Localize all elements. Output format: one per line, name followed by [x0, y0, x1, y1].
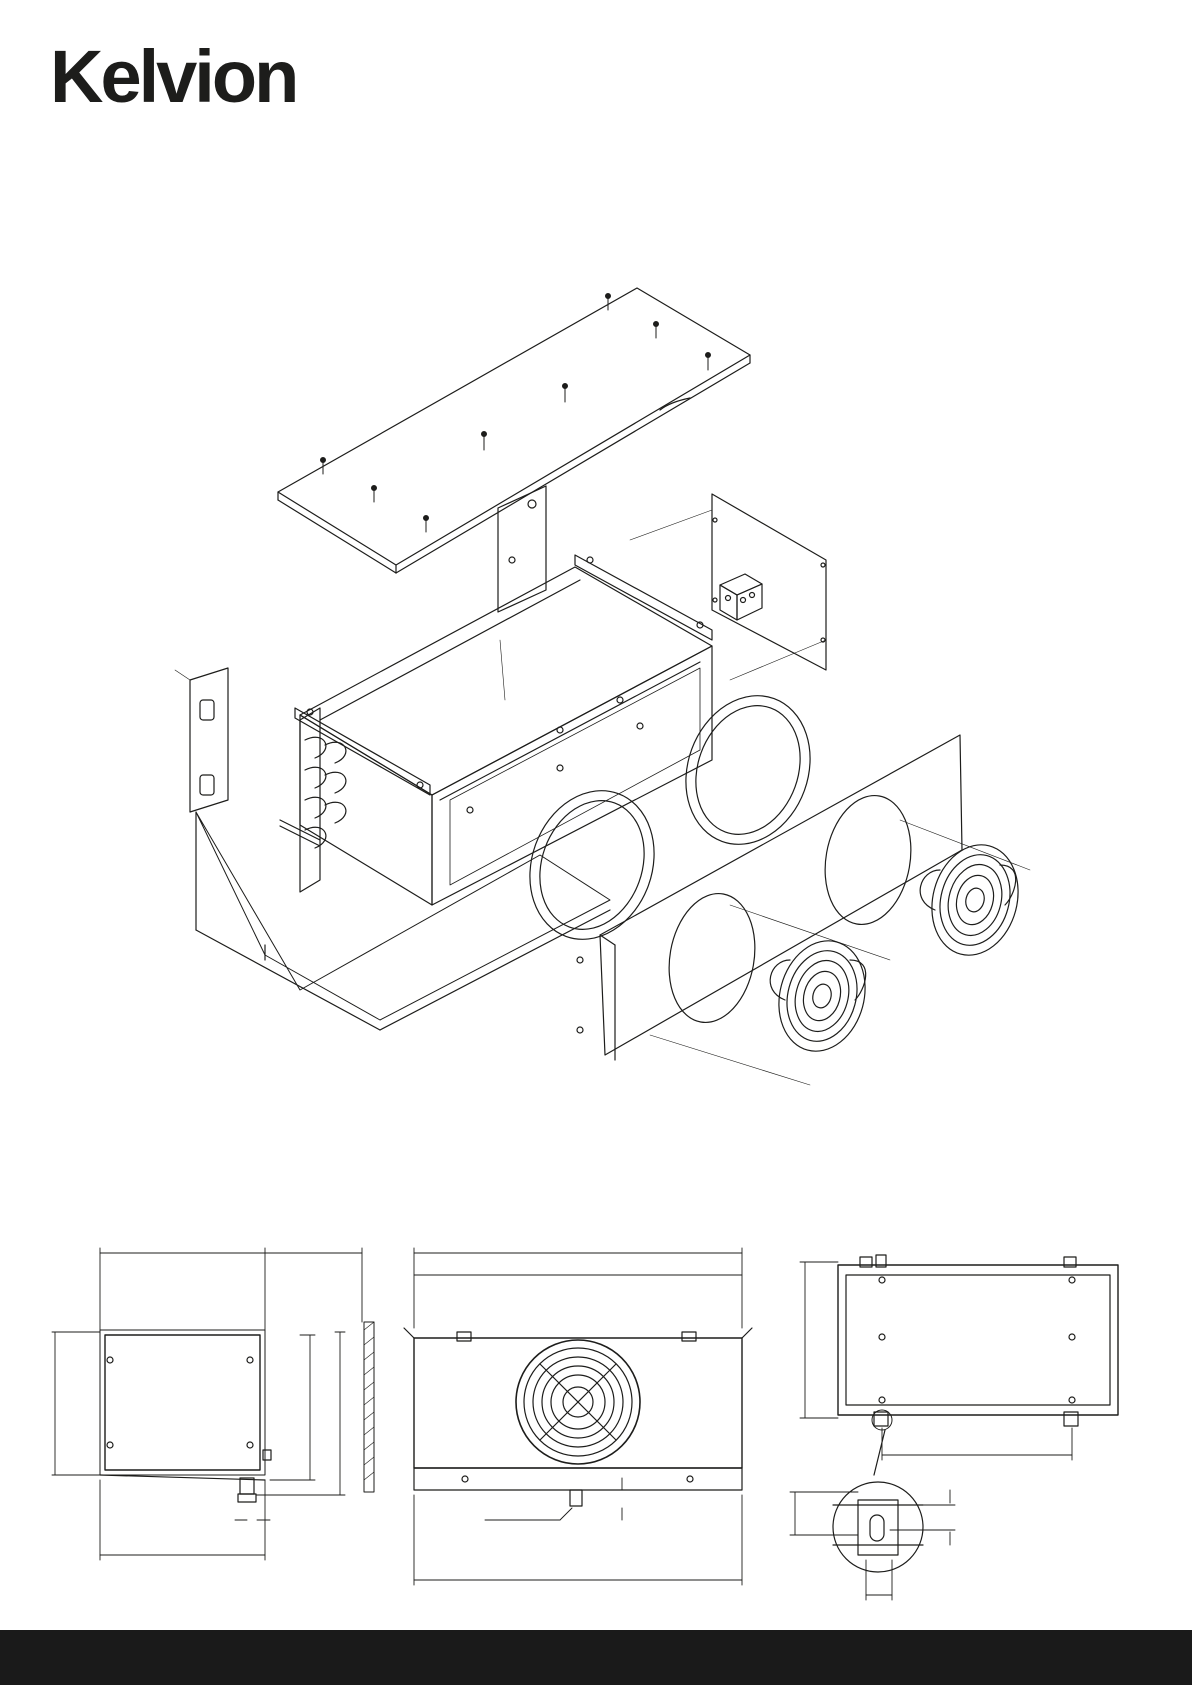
fan-guard-2 [920, 835, 1030, 965]
exploded-assembly-view [175, 288, 1030, 1085]
top-cover-panel [278, 288, 750, 573]
front-fan-panel [577, 735, 962, 1060]
mounting-bracket-detail [790, 1410, 955, 1600]
fan-guard-1 [767, 931, 877, 1061]
plan-view-dimensions [800, 1262, 1072, 1460]
main-casing [295, 555, 712, 905]
side-view-dimensions [52, 1248, 362, 1560]
right-end-plate [712, 494, 826, 670]
footer-bar [0, 1630, 1192, 1685]
center-support-bracket [498, 486, 546, 612]
fan-ring-1 [510, 773, 675, 957]
fan-ring-2 [666, 678, 831, 862]
coil-headers [280, 708, 346, 892]
front-elevation-view [404, 1248, 752, 1585]
left-side-plate [190, 668, 228, 812]
top-plan-view [800, 1255, 1118, 1460]
side-elevation-view [52, 1248, 374, 1560]
junction-box [720, 574, 762, 620]
